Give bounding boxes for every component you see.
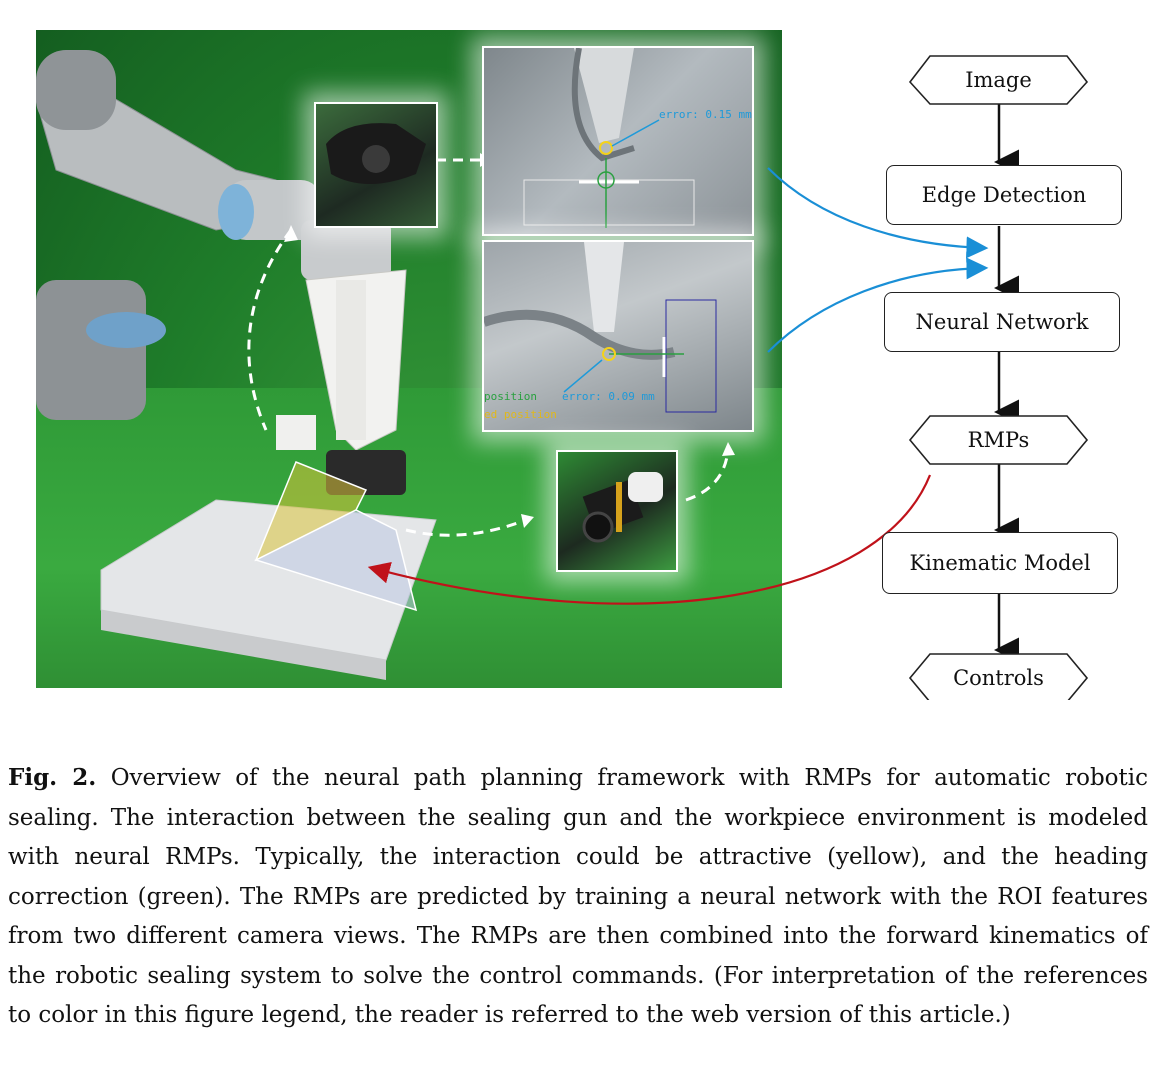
robot-sealing-photo: error: 0.15 mm error: 0.09 mm position e… (36, 30, 782, 688)
lens-graphic (582, 472, 663, 543)
node-kinematic-model: Kinematic Model (882, 532, 1118, 594)
figure-label: Fig. 2. (8, 764, 97, 791)
top-view-overlay (523, 48, 695, 228)
camera-graphic (326, 123, 426, 184)
camera-closeup-top (314, 102, 438, 228)
legend-position: position (484, 390, 537, 403)
top-error-annotation: error: 0.15 mm (659, 108, 752, 121)
node-image: Image (965, 68, 1032, 92)
node-rmps: RMPs (967, 428, 1030, 452)
camera-closeup-bottom (556, 450, 678, 572)
camera-view-top: error: 0.15 mm (482, 46, 754, 236)
node-controls: Controls (953, 666, 1044, 690)
figure-caption: Fig. 2. Overview of the neural path plan… (8, 758, 1148, 1036)
node-neural-network: Neural Network (884, 292, 1120, 352)
legend-predicted-position: ed position (484, 408, 557, 421)
mid-view-overlay (484, 242, 717, 413)
mid-error-annotation: error: 0.09 mm (562, 390, 655, 403)
camera-view-mid: error: 0.09 mm position ed position (482, 240, 754, 432)
robot-illustration (36, 50, 735, 680)
node-edge-detection: Edge Detection (886, 165, 1122, 225)
caption-text: Overview of the neural path planning fra… (8, 765, 1148, 1028)
